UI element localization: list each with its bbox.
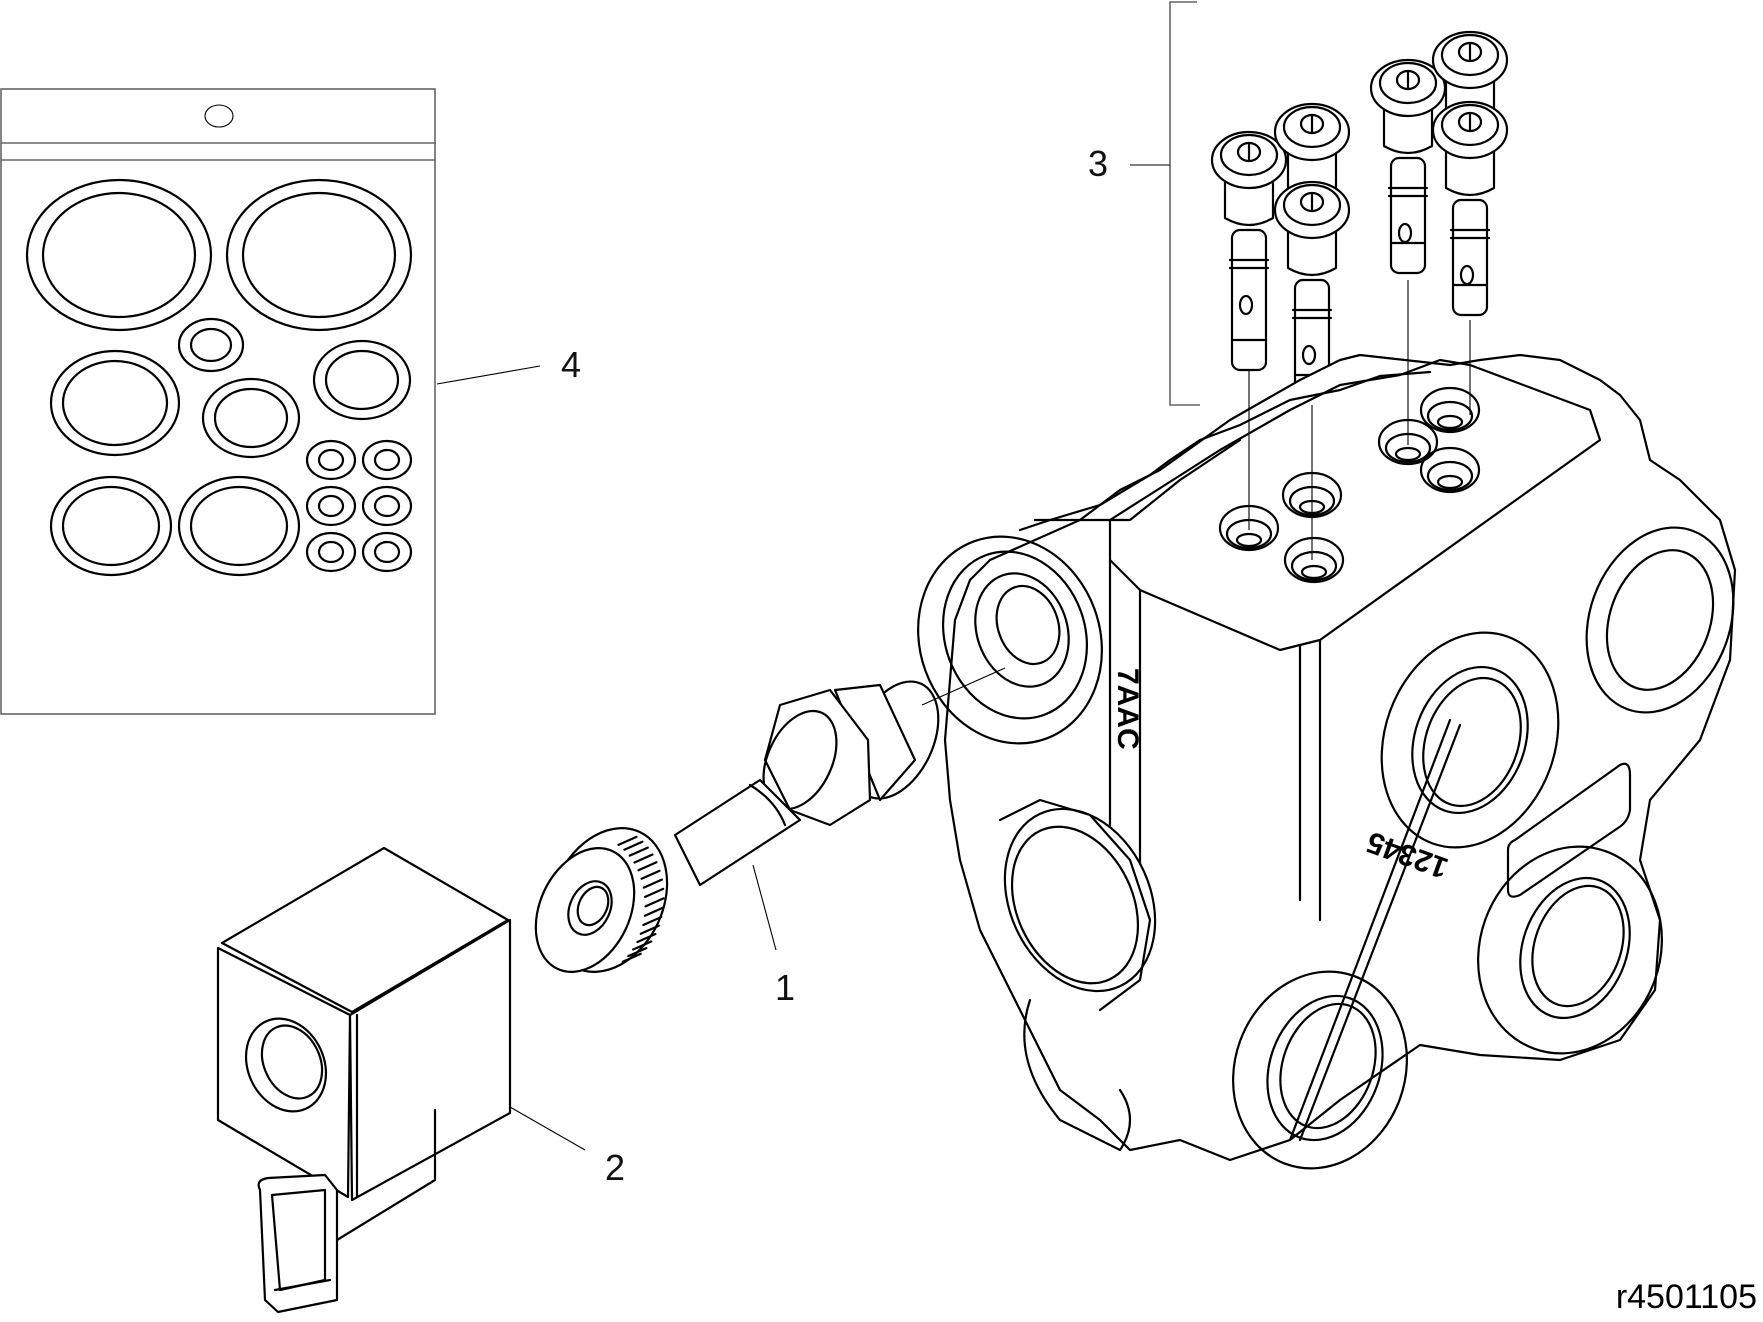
valve-side-marking: 7AAC: [1111, 668, 1144, 750]
knurl-ridge: [644, 897, 665, 908]
o-ring-small-center: [177, 317, 245, 373]
o-ring-tiny-4: [361, 485, 413, 527]
leader-line-2: [509, 1106, 586, 1151]
o-rings: [25, 178, 413, 577]
callout-3: 3: [1088, 143, 1109, 184]
center-port: [1380, 631, 1560, 849]
knurl-ridge: [627, 947, 648, 958]
knurl-ridge: [628, 846, 649, 857]
o-ring-mid-right: [312, 339, 412, 421]
screw-axis-lines: [1248, 280, 1471, 560]
o-ring-large-2: [225, 178, 413, 332]
bottom-port: [1232, 970, 1408, 1170]
knurl-ridge: [621, 952, 642, 963]
o-ring-tiny-2: [361, 439, 413, 481]
callout-4: 4: [561, 344, 582, 385]
o-ring-tiny-1: [305, 439, 357, 481]
valve-top-rail: [1018, 370, 1432, 532]
knurl-ridge: [644, 887, 665, 899]
right-upper-port: [1585, 526, 1735, 714]
callout-1: 1: [775, 967, 796, 1008]
knurl-ridge: [636, 932, 657, 944]
cartridge-axis-line: [921, 667, 1006, 706]
o-ring-tiny-3: [305, 485, 357, 527]
port-hole: [1283, 536, 1345, 584]
figure-id: r4501105: [1615, 1278, 1757, 1316]
knurl-ridge: [623, 840, 644, 851]
port-hole: [1419, 386, 1481, 434]
valve-body: 7AAC 12345: [917, 353, 1737, 1170]
o-ring-mid-center: [201, 377, 301, 459]
cartridge-valve: [534, 680, 940, 974]
plug-screw: [1431, 100, 1509, 317]
solenoid-coil: [216, 846, 512, 1314]
plug-screw: [1210, 130, 1288, 372]
port-hole: [1419, 446, 1481, 494]
bracket-3: [1130, 1, 1200, 406]
knurl-ridge: [643, 906, 664, 917]
knurl-ridge: [642, 878, 663, 889]
valve-slot: [1506, 762, 1632, 898]
coil-side-face: [348, 918, 512, 1202]
knurl-ridge: [639, 924, 660, 935]
seal-kit-bag: [0, 88, 436, 715]
o-ring-bottom-center: [177, 475, 301, 577]
coil-bore-icon: [244, 1017, 328, 1113]
knurl-ridge: [617, 835, 638, 846]
bag-outline: [0, 88, 436, 715]
left-port: [917, 535, 1103, 745]
o-ring-bottom-left: [49, 475, 173, 577]
leader-line-4: [436, 365, 541, 385]
knurl-ridge: [632, 940, 653, 951]
leader-line-1: [752, 864, 777, 951]
plug-screws: [1210, 30, 1509, 407]
bag-hang-hole-icon: [204, 104, 234, 128]
knurl-ridges: [617, 835, 665, 963]
knurl-ridge: [637, 861, 658, 872]
o-ring-mid-left: [49, 349, 181, 457]
o-ring-tiny-5: [305, 531, 357, 573]
coil-front-face: [216, 946, 352, 1199]
lower-right-port: [1477, 845, 1663, 1055]
callout-2: 2: [605, 1147, 626, 1188]
knurl-ridge: [633, 853, 654, 864]
o-ring-large-1: [25, 178, 213, 332]
o-ring-tiny-6: [361, 531, 413, 573]
knurl-ridge: [642, 915, 663, 927]
knurl-ridge: [640, 869, 661, 880]
plug-screw: [1369, 58, 1447, 275]
hex-plug: [998, 798, 1157, 1012]
